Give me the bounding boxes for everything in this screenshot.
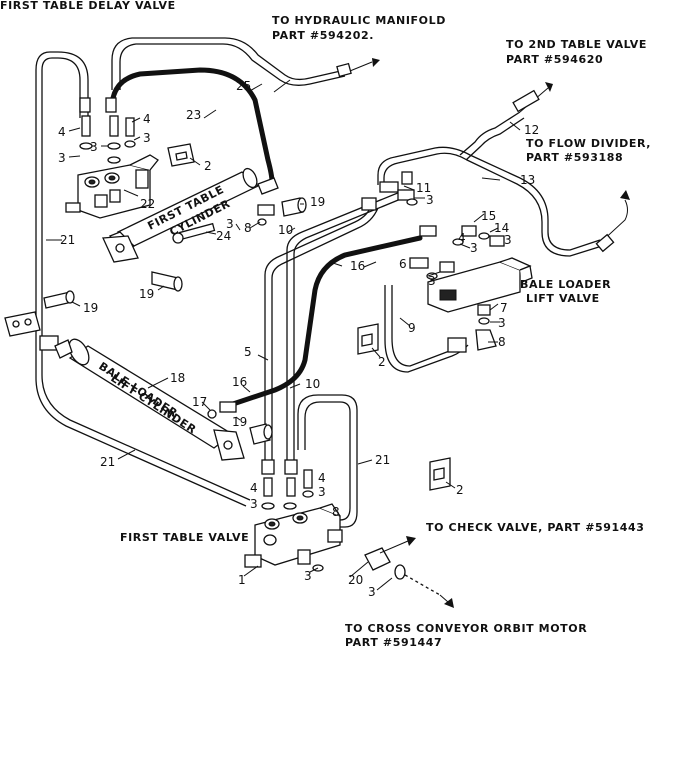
callout-21-c: 21 [375, 453, 390, 467]
callout-8-c: 8 [498, 335, 506, 349]
hydraulic-manifold-part-label: PART #594202. [272, 29, 374, 42]
callout-19-a: 19 [310, 195, 325, 209]
flow-arrows [336, 58, 630, 608]
to-check-valve-label: TO CHECK VALVE, PART #591443 [426, 521, 645, 534]
callout-21-a: 21 [60, 233, 75, 247]
callout-7: 7 [500, 301, 508, 315]
callout-3-a: 3 [58, 151, 66, 165]
lift-valve-fittings [409, 225, 505, 353]
callout-4-c: 4 [250, 481, 258, 495]
bracket-2-top [167, 143, 195, 167]
left-anchor-bracket [4, 290, 75, 351]
fitting-8-cylinder [257, 204, 275, 226]
callout-numbers: 4 3 3 4 3 23 25 2 22 3 8 24 19 10 19 19 … [58, 79, 539, 599]
callout-21-b: 21 [100, 455, 115, 469]
first-table-valve [244, 503, 343, 568]
flow-divider-part-label: PART #593188 [526, 151, 623, 164]
callout-14: 14 [494, 221, 509, 235]
callout-19-d: 19 [232, 415, 247, 429]
pin-19-bottom [249, 423, 273, 445]
pin-19-top [281, 197, 307, 217]
to-2nd-table-valve-label: TO 2ND TABLE VALVE [506, 38, 647, 51]
callout-4-a: 4 [58, 125, 66, 139]
callout-4-d: 4 [318, 471, 326, 485]
callout-2-b: 2 [378, 355, 386, 369]
callout-3-b: 3 [90, 140, 98, 154]
callout-13: 13 [520, 173, 535, 187]
leader-lines [46, 79, 521, 591]
callout-5: 5 [244, 345, 252, 359]
callout-16-a: 16 [232, 375, 247, 389]
callout-4-e: 4 [458, 231, 466, 245]
callout-3-j: 3 [470, 241, 478, 255]
bale-loader-lift-cylinder: BALE LOADER LIFT CYLINDER [54, 338, 245, 461]
callout-3-e: 3 [250, 497, 258, 511]
first-table-valve-label: FIRST TABLE VALVE [120, 531, 249, 544]
callout-3-g: 3 [304, 569, 312, 583]
bracket-2-mid [357, 323, 379, 355]
callout-1: 1 [238, 573, 246, 587]
callout-11: 11 [416, 181, 431, 195]
cross-conveyor-part-label: PART #591447 [345, 636, 442, 649]
callout-10-a: 10 [278, 223, 293, 237]
callout-2-c: 2 [456, 483, 464, 497]
callout-12: 12 [524, 123, 539, 137]
callout-6: 6 [399, 257, 407, 271]
callout-3-f: 3 [318, 485, 326, 499]
tube-lines [35, 37, 603, 528]
callout-22: 22 [140, 197, 155, 211]
callout-4-b: 4 [143, 112, 151, 126]
first-table-delay-valve-label: FIRST TABLE DELAY VALVE [0, 0, 176, 12]
callout-23: 23 [186, 108, 201, 122]
callout-18: 18 [170, 371, 185, 385]
callout-16-b: 16 [350, 259, 365, 273]
fitting-20 [364, 547, 441, 596]
callout-3-l: 3 [498, 316, 506, 330]
callout-17: 17 [192, 395, 207, 409]
callout-3-i: 3 [428, 274, 436, 288]
callout-8-a: 8 [244, 221, 252, 235]
callout-3-m: 3 [426, 193, 434, 207]
first-table-delay-valve [65, 154, 159, 219]
bale-loader-lift-valve-label-1: BALE LOADER [520, 278, 611, 291]
fittings-11-area [361, 171, 418, 211]
callout-19-b: 19 [139, 287, 154, 301]
callout-3-h: 3 [368, 585, 376, 599]
to-flow-divider-label: TO FLOW DIVIDER, [526, 137, 651, 150]
callout-10-b: 10 [305, 377, 320, 391]
bale-loader-lift-valve [427, 257, 533, 351]
bale-loader-lift-valve-label-2: LIFT VALVE [526, 292, 600, 305]
bracket-2-bottom [429, 457, 451, 491]
to-cross-conveyor-label: TO CROSS CONVEYOR ORBIT MOTOR [345, 622, 587, 635]
delay-valve-fittings [79, 97, 136, 164]
hoses [109, 67, 423, 408]
callout-20: 20 [348, 573, 363, 587]
callout-3-c: 3 [143, 131, 151, 145]
pin-19-cylinder [151, 271, 183, 292]
callout-8-b: 8 [332, 505, 340, 519]
callout-24: 24 [216, 229, 231, 243]
callout-3-d: 3 [226, 217, 234, 231]
fitting-17 [207, 401, 237, 419]
callout-2-a: 2 [204, 159, 212, 173]
callout-19-c: 19 [83, 301, 98, 315]
to-hydraulic-manifold-label: TO HYDRAULIC MANIFOLD [272, 14, 446, 27]
table-valve-part-label: PART #594620 [506, 53, 603, 66]
text-labels: FIRST TABLE DELAY VALVE TO HYDRAULIC MAN… [0, 0, 651, 649]
first-table-valve-fittings [261, 459, 314, 510]
callout-15: 15 [481, 209, 496, 223]
callout-9: 9 [408, 321, 416, 335]
callout-25: 25 [236, 79, 251, 93]
callout-3-k: 3 [504, 233, 512, 247]
